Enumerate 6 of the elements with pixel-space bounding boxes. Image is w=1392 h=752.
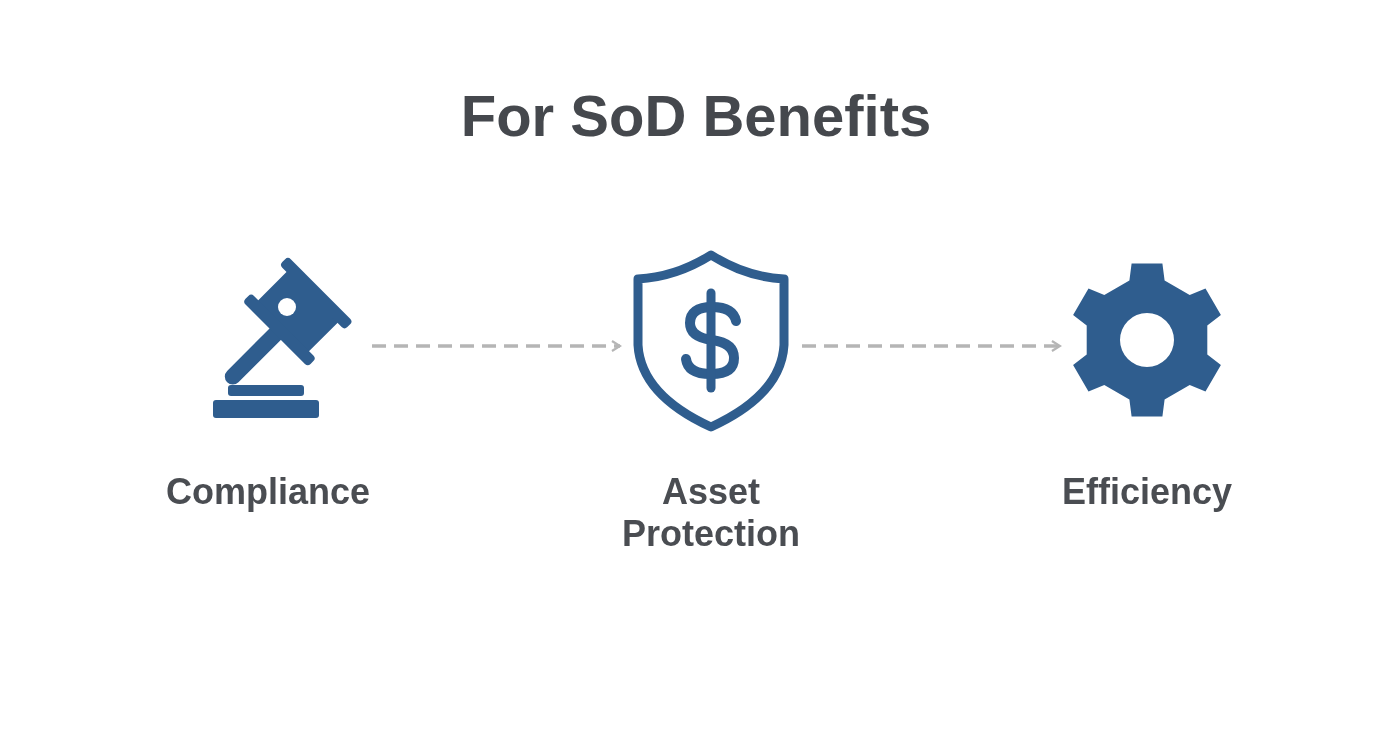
dashed-arrow — [372, 339, 622, 353]
dashed-arrow — [802, 339, 1062, 353]
diagram-title: For SoD Benefits — [459, 82, 933, 149]
node-label: Efficiency — [1061, 471, 1233, 513]
node-label: Asset Protection — [621, 471, 801, 555]
node-label: Compliance — [165, 471, 370, 513]
